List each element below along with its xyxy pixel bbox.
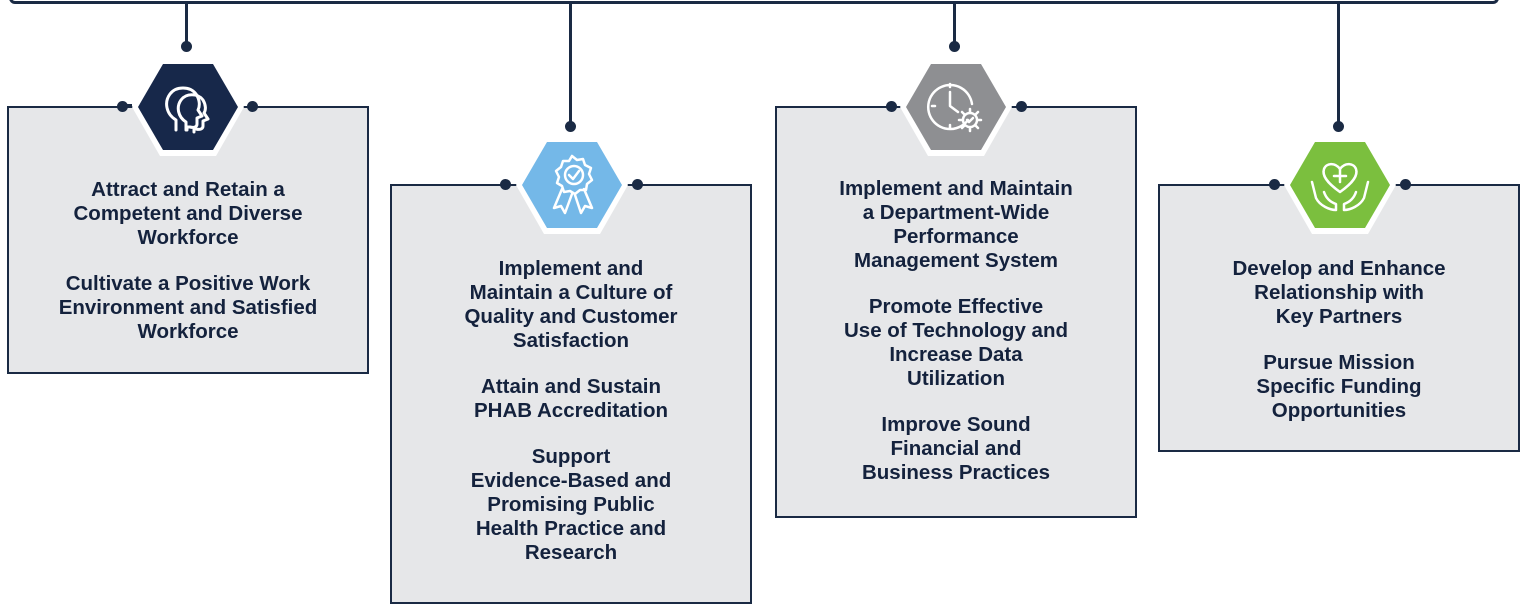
connector-line-4 <box>1337 2 1340 124</box>
connector-line-2 <box>569 2 572 124</box>
box-2-left-dot <box>500 179 511 190</box>
pillar-text-2: Implement and Maintain a Culture of Qual… <box>390 257 752 565</box>
clock-gear-icon <box>927 82 983 133</box>
goal-2-1: Implement and Maintain a Culture of Qual… <box>464 257 678 352</box>
goal-4-2: Pursue Mission Specific Funding Opportun… <box>1256 351 1422 422</box>
goal-2-3: Support Evidence-Based and Promising Pub… <box>470 445 672 564</box>
goal-2-2: Attain and Sustain PHAB Accreditation <box>473 375 669 422</box>
box-4-right-dot <box>1400 179 1411 190</box>
heads-icon <box>165 86 210 134</box>
hex-badge-3 <box>900 58 1012 156</box>
heart-hands-icon <box>1310 162 1370 212</box>
box-1-left-dot <box>117 101 128 112</box>
connector-dot-1 <box>181 41 192 52</box>
box-1-right-dot <box>247 101 258 112</box>
pillar-box-performance <box>775 106 1137 518</box>
pillar-text-4: Develop and Enhance Relationship with Ke… <box>1158 257 1520 423</box>
goal-3-3: Improve Sound Financial and Business Pra… <box>861 413 1051 484</box>
connector-dot-4 <box>1333 121 1344 132</box>
connector-dot-3 <box>949 41 960 52</box>
connector-dot-2 <box>565 121 576 132</box>
award-ribbon-icon <box>552 154 594 215</box>
connector-line-1 <box>185 2 188 46</box>
box-3-left-dot <box>886 101 897 112</box>
hex-badge-1 <box>132 58 244 156</box>
hex-badge-4 <box>1284 136 1396 234</box>
hex-badge-2 <box>516 136 628 234</box>
goal-3-1: Implement and Maintain a Department-Wide… <box>839 177 1073 272</box>
goal-1-1: Attract and Retain a Competent and Diver… <box>73 178 303 249</box>
connector-top-bar <box>9 0 1499 4</box>
box-2-right-dot <box>632 179 643 190</box>
goal-4-1: Develop and Enhance Relationship with Ke… <box>1232 257 1446 328</box>
pillar-text-3: Implement and Maintain a Department-Wide… <box>775 177 1137 485</box>
box-3-right-dot <box>1016 101 1027 112</box>
goal-1-2: Cultivate a Positive Work Environment an… <box>58 272 318 343</box>
goal-3-2: Promote Effective Use of Technology and … <box>844 295 1068 390</box>
connector-line-3 <box>953 2 956 46</box>
pillar-text-1: Attract and Retain a Competent and Diver… <box>7 178 369 344</box>
pillar-box-quality <box>390 184 752 604</box>
box-4-left-dot <box>1269 179 1280 190</box>
